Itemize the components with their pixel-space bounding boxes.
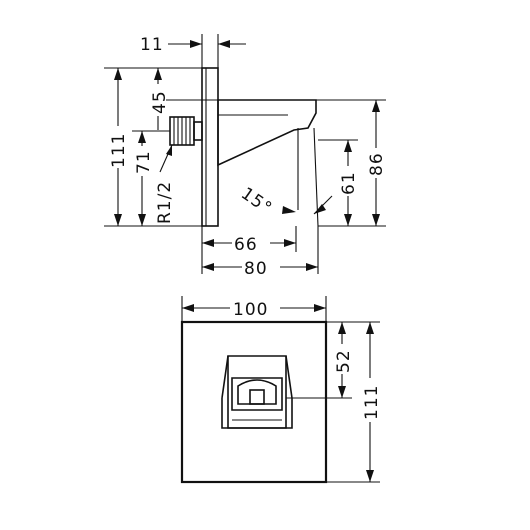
dim-outlet-top: 52 xyxy=(286,321,354,399)
dim-outlet-height: 61 xyxy=(318,139,359,226)
dim-text-angle: 15° xyxy=(237,184,276,219)
dim-text-thread: R1/2 xyxy=(155,181,175,224)
dim-text-11: 11 xyxy=(140,35,164,55)
front-plate xyxy=(180,320,328,484)
dim-text-111-front: 111 xyxy=(362,385,382,420)
dim-reach-long: 80 xyxy=(202,226,319,279)
dim-text-71: 71 xyxy=(134,150,154,174)
nozzle-center xyxy=(249,389,265,405)
side-view: 11 111 45 71 xyxy=(104,34,387,279)
dim-text-61: 61 xyxy=(339,171,359,195)
dim-overall-height: 111 xyxy=(104,67,202,227)
dim-text-66: 66 xyxy=(234,235,258,255)
outlet-housing xyxy=(227,355,287,429)
thread-label: R1/2 xyxy=(155,144,175,224)
dim-front-width: 100 xyxy=(181,296,327,322)
dim-text-100: 100 xyxy=(233,300,268,320)
dim-text-45: 45 xyxy=(150,90,170,114)
dim-text-52: 52 xyxy=(334,349,354,373)
dim-wall-thickness: 11 xyxy=(140,34,246,68)
thread-connector xyxy=(169,116,203,146)
dim-text-86: 86 xyxy=(367,152,387,176)
dim-front-height: 111 xyxy=(326,321,382,483)
front-view: 100 52 111 xyxy=(180,296,382,484)
spout-body xyxy=(217,99,317,167)
nozzle-opening xyxy=(237,379,277,405)
outlet-line-2 xyxy=(313,127,319,227)
dim-spout-height: 86 xyxy=(316,99,387,227)
dim-text-80: 80 xyxy=(244,259,268,279)
wall-plate xyxy=(201,67,219,227)
dim-text-111-side: 111 xyxy=(109,133,129,168)
nozzle-frame xyxy=(231,377,283,411)
dim-pipe-height: 71 xyxy=(132,130,170,226)
dim-reach-short: 66 xyxy=(201,226,297,274)
outlet-housing-outline xyxy=(221,355,293,429)
dim-top-offset: 45 xyxy=(150,68,218,130)
